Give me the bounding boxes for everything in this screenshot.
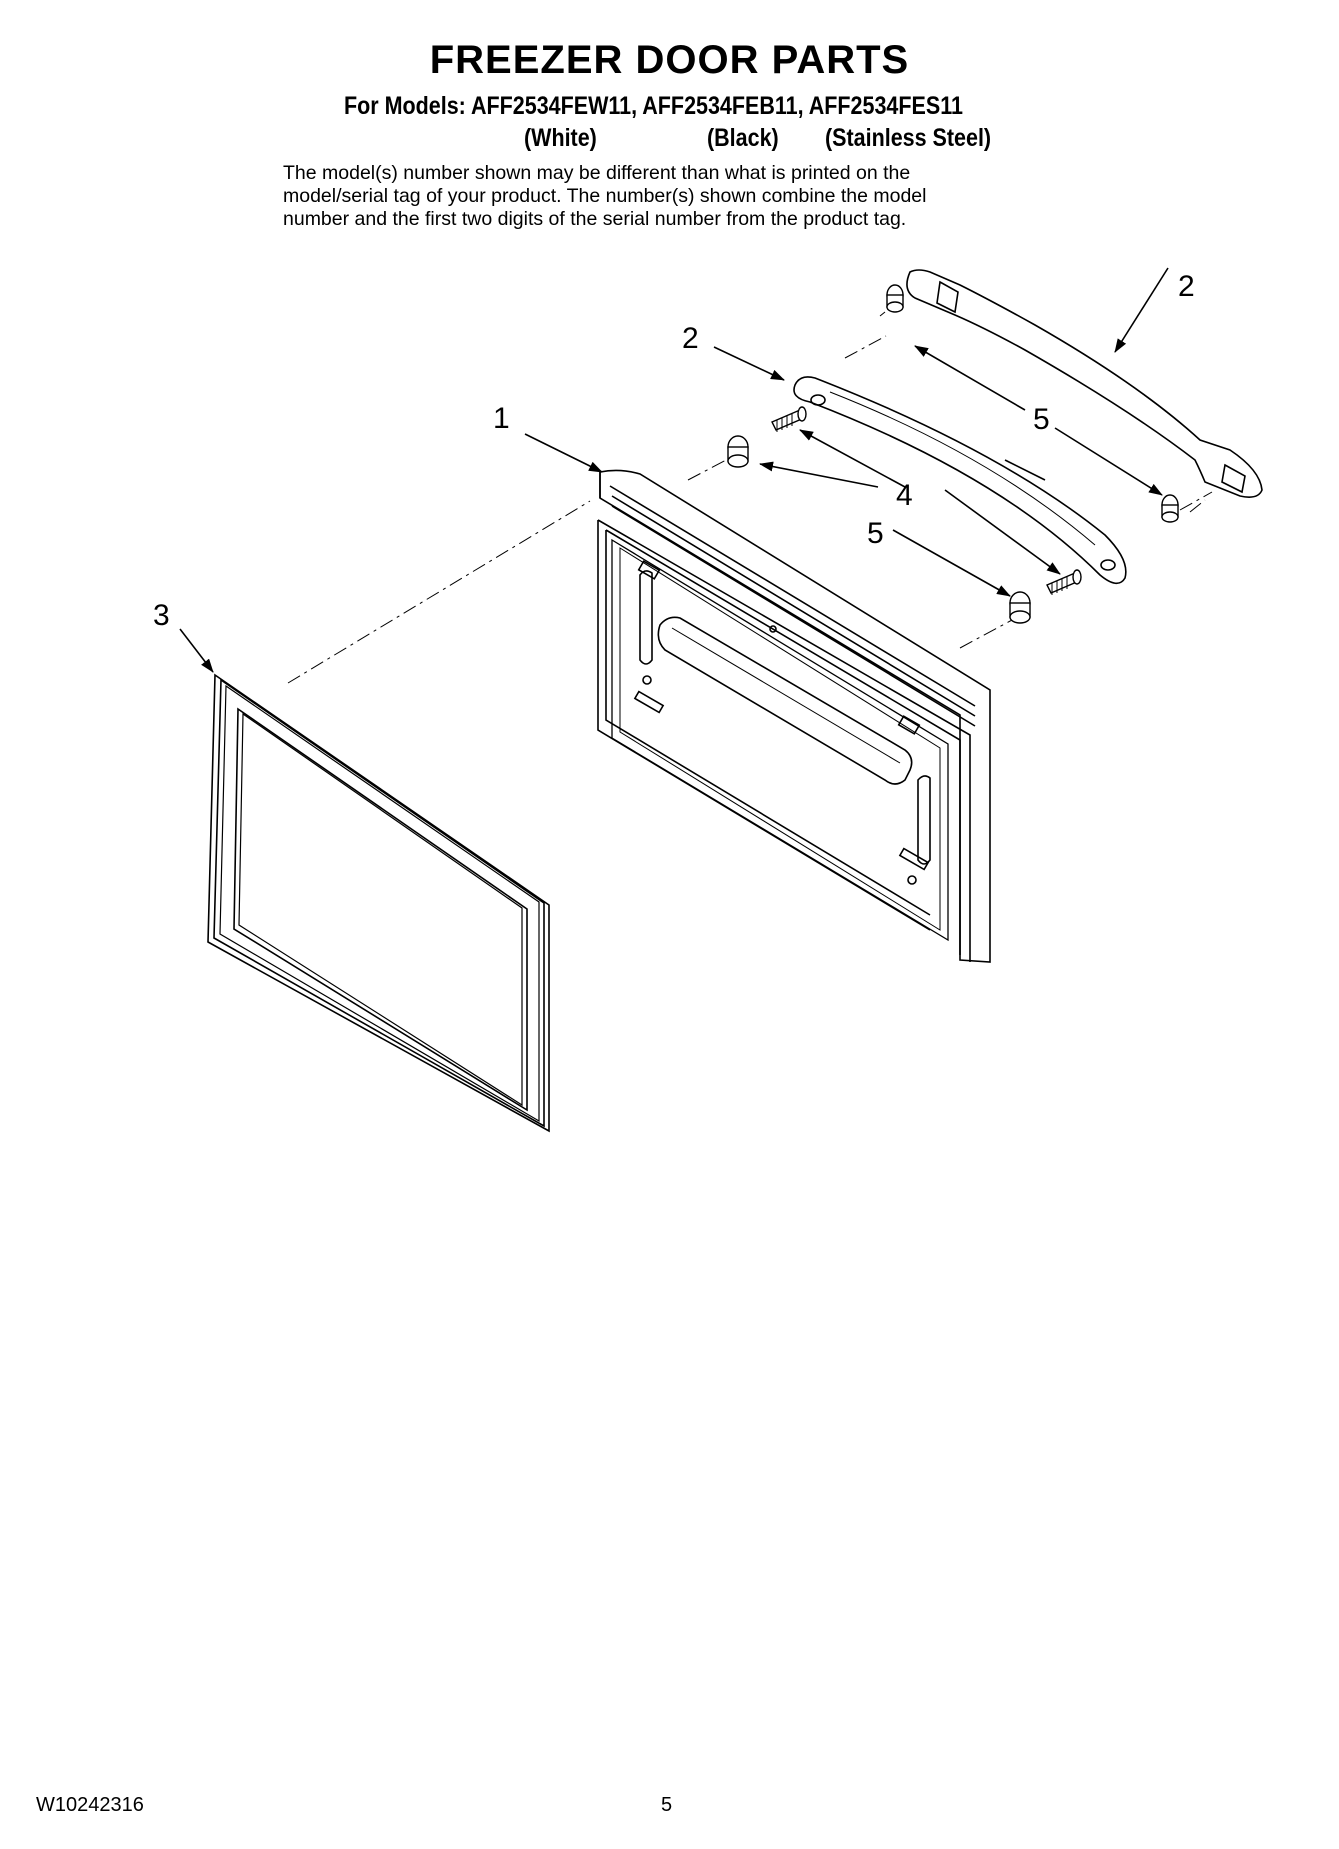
models-line: For Models: AFF2534FEW11, AFF2534FEB11, …	[344, 92, 963, 120]
model-note: The model(s) number shown may be differe…	[283, 162, 1083, 231]
cap-lower-left	[1009, 591, 1031, 624]
handle-lower	[793, 376, 1127, 585]
callout-2-upper-handle: 2	[1178, 270, 1195, 303]
callout-2-lower-handle: 2	[682, 322, 699, 355]
leader-arrows	[179, 267, 1169, 673]
variant-white: (White)	[524, 124, 597, 152]
note-line: number and the first two digits of the s…	[283, 208, 907, 230]
variant-stainless: (Stainless Steel)	[825, 124, 992, 152]
callout-5-lower: 5	[867, 517, 884, 550]
page-title: FREEZER DOOR PARTS	[429, 38, 910, 82]
callout-3: 3	[153, 599, 170, 632]
variant-black: (Black)	[707, 124, 779, 152]
note-line: The model(s) number shown may be differe…	[283, 162, 911, 184]
freezer-door	[597, 469, 991, 963]
callout-4: 4	[896, 479, 913, 512]
screw-lower	[1046, 569, 1082, 595]
assembly-lines	[687, 311, 1213, 649]
note-line: model/serial tag of your product. The nu…	[283, 185, 927, 207]
callout-5-upper: 5	[1033, 403, 1050, 436]
cap-upper-right	[886, 284, 904, 313]
callout-1: 1	[493, 402, 510, 435]
alignment-line	[287, 500, 591, 684]
cap-lower-right	[1161, 494, 1179, 523]
door-gasket	[207, 673, 550, 1133]
screw-upper	[771, 406, 807, 432]
cap-upper-left	[727, 435, 749, 468]
page-number: 5	[661, 1794, 673, 1816]
handle-upper	[906, 269, 1263, 498]
document-code: W10242316	[36, 1794, 144, 1816]
